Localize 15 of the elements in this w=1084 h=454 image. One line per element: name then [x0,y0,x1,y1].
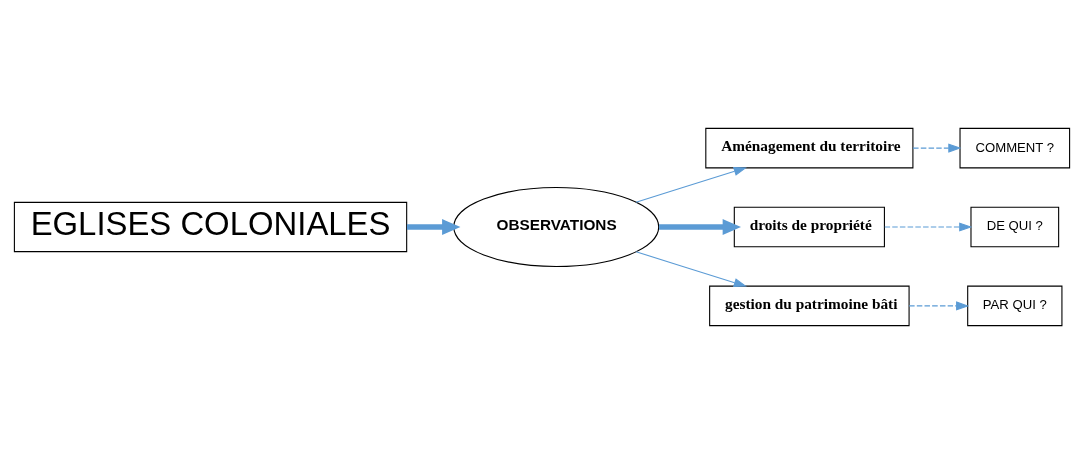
node-box: droits de propriété [733,206,885,248]
node-box: PAR QUI ? [967,285,1063,327]
node-ellipse: OBSERVATIONS [453,187,660,267]
arrow [635,166,747,203]
node-box: DE QUI ? [970,206,1060,248]
node-box: gestion du patrimoine bâti [709,285,910,327]
arrow [884,222,973,232]
node-box: EGLISES COLONIALES [13,201,408,253]
arrow [912,143,962,153]
node-box: Aménagement du territoire [705,127,914,169]
arrow [635,251,747,288]
arrow [659,218,741,236]
arrow [908,301,970,311]
node-box: COMMENT ? [959,127,1071,169]
arrow [406,218,461,236]
